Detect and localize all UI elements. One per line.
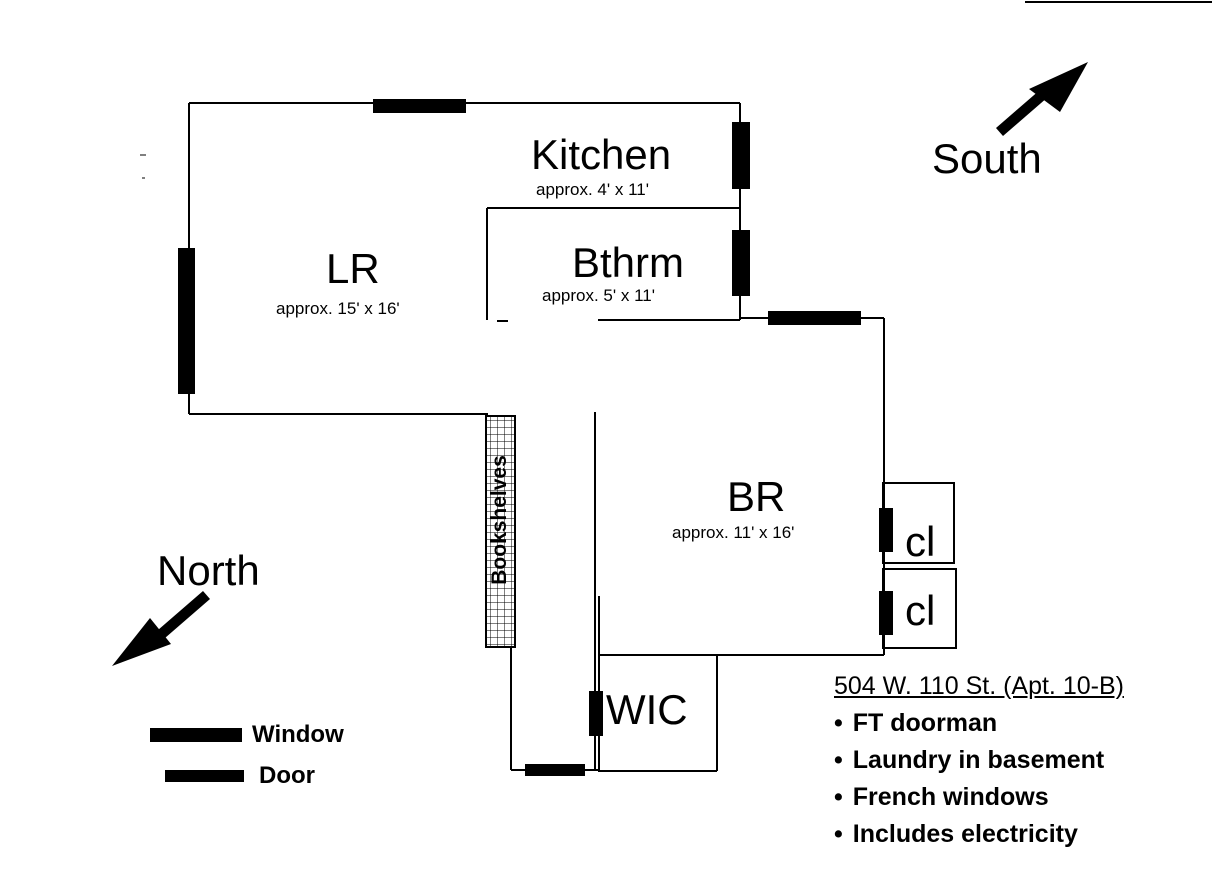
br-size: approx. 11' x 16'	[672, 523, 795, 542]
legend-window-label: Window	[252, 721, 344, 748]
listing-notes: 504 W. 110 St. (Apt. 10-B) FT doorman La…	[834, 672, 1124, 857]
door-wic	[589, 691, 603, 736]
north-arrow-icon	[112, 591, 210, 666]
wic-label: WIC	[606, 686, 688, 733]
door-closet-2	[879, 591, 893, 635]
south-arrow-icon	[996, 62, 1088, 136]
amenity-item: Includes electricity	[834, 820, 1124, 849]
amenities-list: FT doorman Laundry in basement French wi…	[834, 709, 1124, 849]
legend-door-swatch	[165, 770, 244, 782]
window-br-top	[768, 311, 861, 325]
lr-size: approx. 15' x 16'	[276, 299, 400, 318]
bookshelves	[485, 415, 516, 648]
window-lr-west	[178, 248, 195, 394]
closet-1-label: cl	[905, 518, 936, 565]
amenity-item: FT doorman	[834, 709, 1124, 738]
window-bathroom	[732, 230, 750, 296]
lr-label: LR	[326, 245, 380, 292]
walls	[188, 102, 957, 772]
north-label: North	[157, 547, 260, 594]
br-label: BR	[727, 473, 786, 520]
window-kitchen	[732, 122, 750, 189]
kitchen-size: approx. 4' x 11'	[536, 180, 649, 199]
legend-door-label: Door	[259, 762, 315, 789]
stray-marks	[140, 154, 146, 179]
door-entry	[525, 764, 585, 776]
openings	[150, 99, 893, 782]
bathroom-label: Bthrm	[572, 239, 685, 286]
window-lr-top	[373, 99, 466, 113]
door-closet-1	[879, 508, 893, 552]
legend-window-swatch	[150, 728, 242, 742]
amenity-item: French windows	[834, 783, 1124, 812]
kitchen-label: Kitchen	[531, 131, 672, 178]
address: 504 W. 110 St. (Apt. 10-B)	[834, 672, 1124, 700]
closet-2-label: cl	[905, 587, 936, 634]
amenity-item: Laundry in basement	[834, 746, 1124, 775]
bookshelves-label: Bookshelves	[488, 455, 511, 585]
south-label: South	[932, 135, 1042, 182]
bathroom-size: approx. 5' x 11'	[542, 286, 655, 305]
